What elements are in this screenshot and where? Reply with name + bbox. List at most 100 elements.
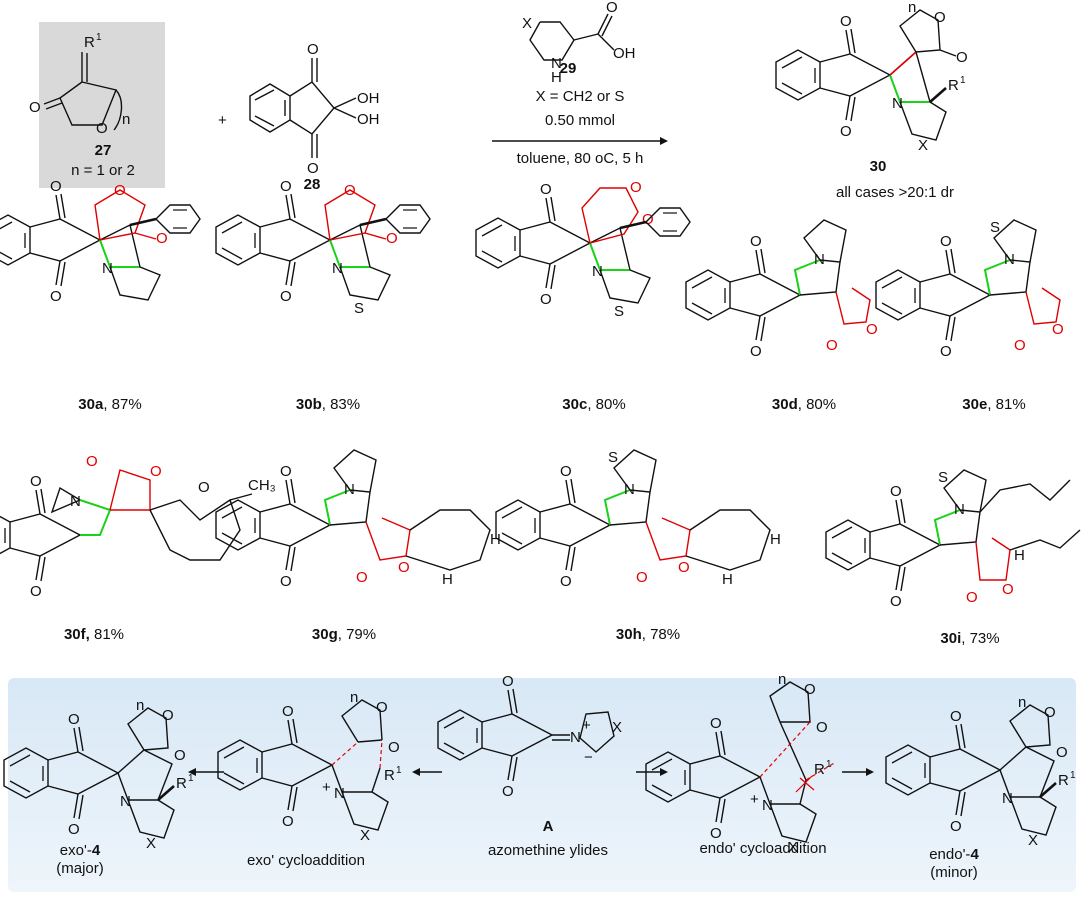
svg-text:H: H [1014, 547, 1025, 564]
svg-text:1: 1 [826, 759, 832, 770]
svg-text:1: 1 [396, 765, 402, 776]
svg-text:O: O [630, 179, 642, 196]
svg-text:O: O [866, 321, 878, 338]
svg-text:S: S [990, 219, 1000, 236]
svg-text:H: H [722, 571, 733, 588]
svg-text:R: R [948, 77, 959, 94]
svg-text:n: n [350, 689, 358, 706]
svg-text:O: O [96, 120, 108, 137]
svg-text:O: O [1052, 321, 1064, 338]
svg-text:1: 1 [96, 32, 102, 43]
svg-text:O: O [606, 0, 618, 16]
svg-text:N: N [814, 251, 825, 268]
exo-ts-label: exo' cycloaddition [247, 852, 365, 869]
svg-text:CH₃: CH₃ [248, 477, 276, 494]
svg-text:n: n [1018, 694, 1026, 711]
svg-text:N: N [762, 797, 773, 814]
svg-text:R: R [384, 767, 395, 784]
endo-product-note: (minor) [930, 864, 978, 881]
svg-text:N: N [892, 95, 903, 112]
intermediate-A-label: azomethine ylides [487, 842, 609, 859]
svg-text:O: O [636, 569, 648, 586]
reaction-conditions: toluene, 80 oC, 5 h [516, 150, 644, 167]
product-30a-structure [0, 177, 201, 306]
svg-text:N: N [954, 501, 965, 518]
svg-text:O: O [388, 739, 400, 756]
svg-text:n: n [136, 697, 144, 714]
svg-text:N: N [334, 785, 345, 802]
product-30h-structure: N S O O H H [495, 449, 781, 591]
product-30g-structure: N O O H H [215, 449, 501, 591]
svg-text:O: O [956, 49, 968, 66]
svg-text:O: O [307, 41, 319, 58]
svg-text:X: X [146, 835, 156, 852]
svg-text:O: O [1014, 337, 1026, 354]
svg-text:X: X [918, 137, 928, 154]
svg-text:X: X [1028, 832, 1038, 849]
svg-text:O: O [816, 719, 828, 736]
svg-text:n: n [778, 671, 786, 688]
product-30i-structure: N S O O H [825, 469, 1081, 611]
svg-text:O: O [376, 699, 388, 716]
caption-30b: 30b, 83% [295, 396, 361, 413]
reactant-28-id: 28 [303, 176, 321, 193]
svg-text:H: H [770, 531, 781, 548]
svg-text:−: − [584, 749, 593, 766]
svg-text:R: R [84, 34, 95, 51]
reactant-27-id: 27 [94, 142, 112, 159]
intermediate-A-structure: N + − X [437, 672, 622, 801]
product-30-id: 30 [869, 158, 887, 175]
svg-text:n: n [908, 0, 916, 16]
svg-text:N: N [624, 481, 635, 498]
svg-text:S: S [608, 449, 618, 466]
caption-30f: 30f, 81% [63, 626, 125, 643]
svg-text:N: N [344, 481, 355, 498]
svg-text:R: R [1058, 772, 1069, 789]
svg-text:S: S [354, 300, 364, 317]
svg-text:N: N [120, 793, 131, 810]
reagent-29-structure [529, 13, 615, 61]
svg-text:OH: OH [357, 111, 380, 128]
svg-text:O: O [162, 707, 174, 724]
svg-text:O: O [356, 569, 368, 586]
svg-text:O: O [1002, 581, 1014, 598]
svg-text:1: 1 [188, 773, 194, 784]
svg-text:O: O [29, 99, 41, 116]
svg-text:O: O [174, 747, 186, 764]
caption-30c: 30c, 80% [562, 396, 626, 413]
reagent-x-definition: X = CH2 or S [535, 88, 625, 105]
exo-product-note: (major) [56, 860, 104, 877]
endo-ts-label: endo' cycloaddition [699, 840, 827, 857]
svg-text:R: R [814, 761, 825, 778]
svg-text:N: N [1002, 790, 1013, 807]
svg-text:O: O [307, 160, 319, 177]
svg-text:O: O [1044, 704, 1056, 721]
svg-text:N: N [570, 729, 581, 746]
svg-text:X: X [360, 827, 370, 844]
svg-text:O: O [198, 479, 210, 496]
svg-text:O: O [398, 559, 410, 576]
svg-text:N: N [70, 493, 81, 510]
svg-text:O: O [804, 681, 816, 698]
svg-text:O: O [1056, 744, 1068, 761]
svg-text:S: S [938, 469, 948, 486]
caption-30a: 30a, 87% [78, 396, 142, 413]
caption-30g: 30g, 79% [311, 626, 377, 643]
caption-30d: 30d, 80% [771, 396, 837, 413]
svg-text:O: O [150, 463, 162, 480]
svg-text:O: O [934, 9, 946, 26]
svg-text:X: X [788, 839, 798, 856]
reactant-27-note: n = 1 or 2 [71, 162, 135, 179]
svg-text:O: O [678, 559, 690, 576]
plus-sign: + [218, 112, 227, 129]
product-30-dr-note: all cases >20:1 dr [836, 184, 954, 201]
svg-text:n: n [122, 111, 130, 128]
svg-text:R: R [176, 775, 187, 792]
svg-text:H: H [490, 531, 501, 548]
product-30b-structure: S [215, 177, 431, 317]
